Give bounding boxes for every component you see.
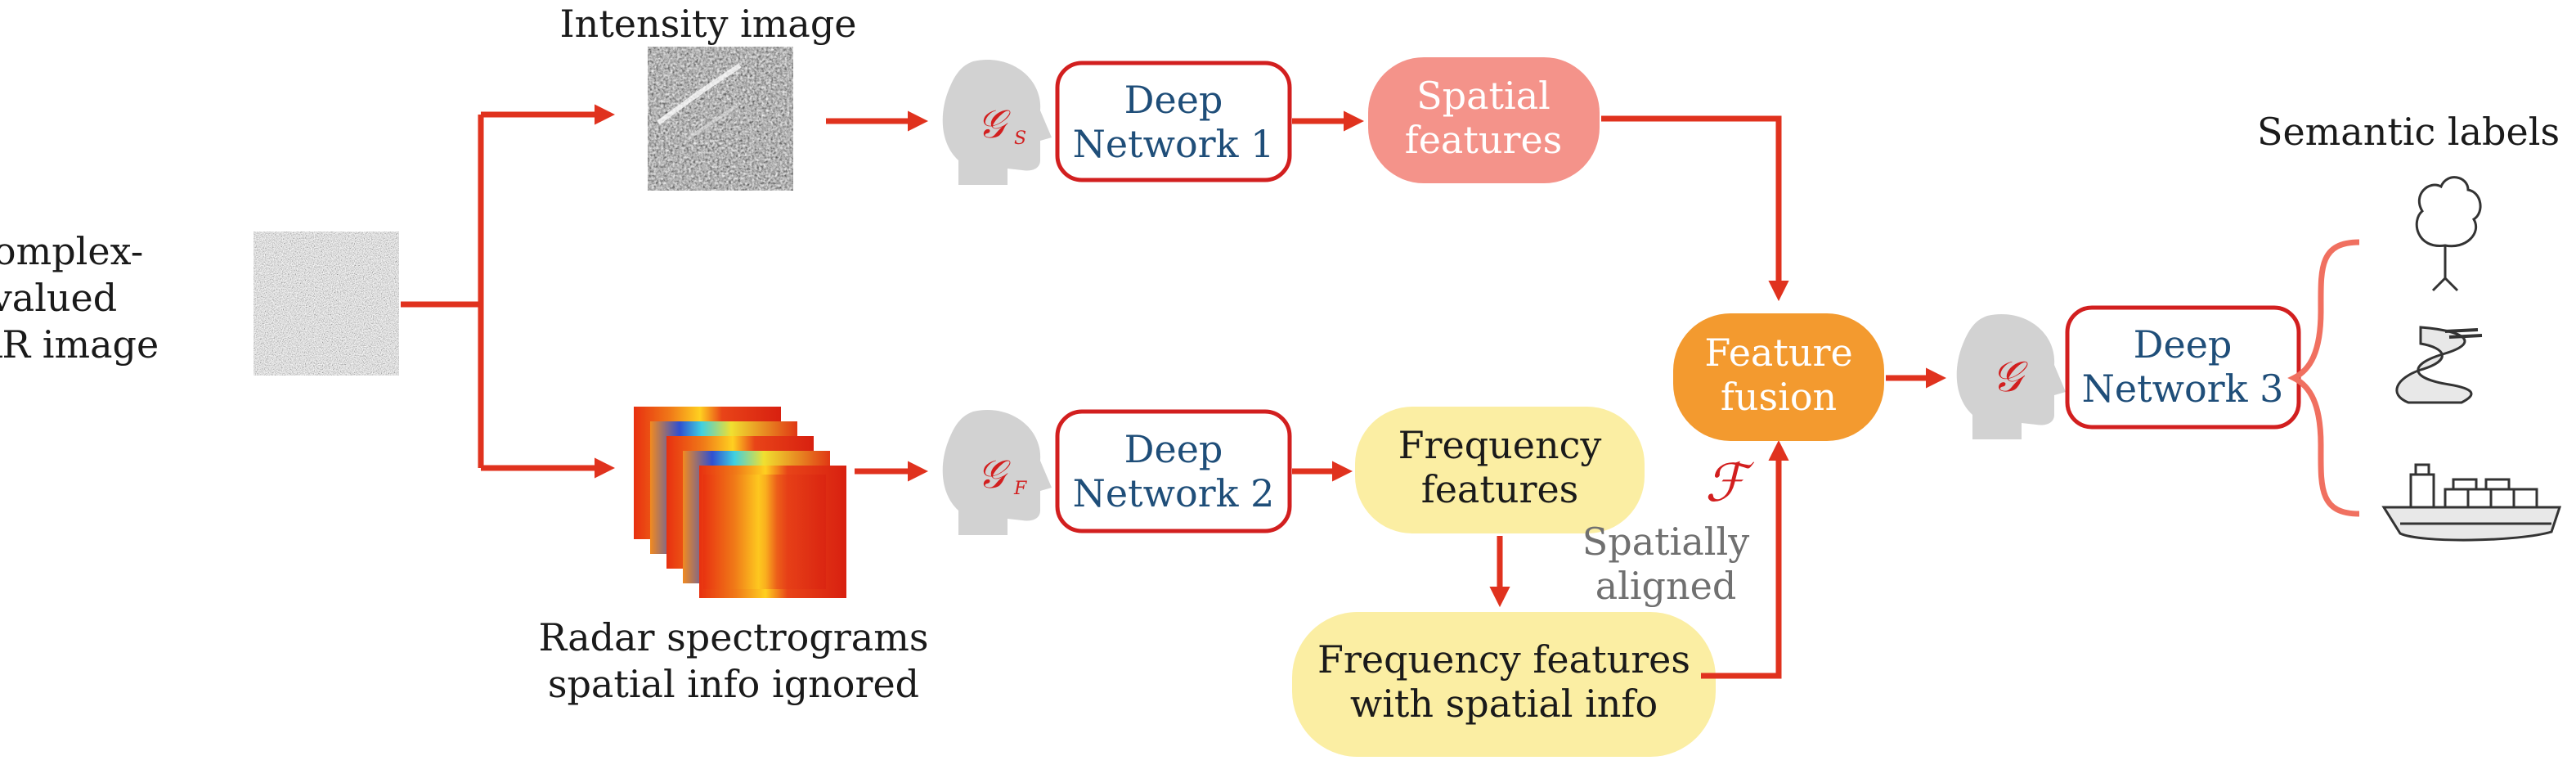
ship-icon: [2381, 463, 2562, 542]
spatial-features-node: Spatial features: [1368, 57, 1600, 183]
intensity-image-label: Intensity image: [560, 2, 857, 46]
frequency-spatial-features-node: Frequency features with spatial info: [1292, 612, 1716, 757]
head-icon-spatial: 𝒢 S: [942, 60, 1052, 185]
svg-text:Complex-: Complex-: [0, 229, 143, 273]
svg-text:Radar spectrograms: Radar spectrograms: [539, 615, 929, 659]
svg-text:F: F: [1013, 479, 1027, 499]
svg-text:spatial info ignored: spatial info ignored: [548, 662, 919, 706]
complex-sar-label: Complex- valued SAR image: [0, 229, 159, 367]
svg-text:𝒢: 𝒢: [977, 452, 1011, 497]
svg-text:𝒢: 𝒢: [977, 101, 1011, 147]
head-icon-frequency: 𝒢 F: [942, 410, 1052, 535]
arrow-spatial-to-fusion: [1601, 115, 1789, 302]
semantic-labels-title: Semantic labels: [2257, 110, 2560, 154]
f-operator-symbol: ℱ: [1705, 453, 1755, 514]
deep-network-1: Deep Network 1: [1055, 61, 1292, 182]
svg-text:aligned: aligned: [1595, 564, 1737, 608]
spatially-aligned-label: Spatially aligned: [1582, 520, 1749, 608]
svg-text:Frequency features: Frequency features: [1317, 637, 1690, 682]
complex-sar-image: [254, 232, 399, 376]
svg-text:Network 1: Network 1: [1073, 122, 1275, 166]
deep-network-3: Deep Network 3: [2065, 305, 2301, 430]
svg-text:Spatial: Spatial: [1416, 74, 1551, 118]
tree-icon: [2415, 176, 2482, 292]
split-arrows: [401, 104, 616, 479]
radar-spectrogram-stack: [634, 407, 846, 598]
svg-text:Feature: Feature: [1704, 331, 1852, 375]
svg-text:Spatially: Spatially: [1582, 520, 1749, 564]
svg-text:fusion: fusion: [1721, 375, 1837, 419]
arrow-aligned-to-fusion: [1701, 439, 1789, 679]
svg-text:features: features: [1421, 467, 1579, 511]
svg-text:S: S: [1014, 128, 1026, 149]
svg-text:features: features: [1405, 118, 1563, 162]
river-icon: [2395, 326, 2483, 404]
svg-text:Network 2: Network 2: [1073, 471, 1275, 515]
output-bracket: [2287, 239, 2360, 517]
intensity-image: [648, 47, 793, 191]
svg-text:Network 3: Network 3: [2082, 367, 2284, 411]
svg-text:Deep: Deep: [1124, 427, 1223, 471]
svg-text:with spatial info: with spatial info: [1350, 682, 1658, 726]
svg-text:Deep: Deep: [2134, 322, 2233, 367]
svg-text:SAR image: SAR image: [0, 322, 159, 367]
spectrogram-label: Radar spectrograms spatial info ignored: [539, 615, 929, 706]
frequency-features-node: Frequency features: [1355, 407, 1645, 533]
head-icon-fusion: 𝒢: [1956, 314, 2066, 439]
svg-text:valued: valued: [0, 276, 117, 320]
svg-text:Frequency: Frequency: [1398, 423, 1602, 467]
feature-fusion-node: Feature fusion: [1673, 313, 1884, 441]
svg-text:Deep: Deep: [1124, 78, 1223, 122]
deep-network-2: Deep Network 2: [1055, 409, 1292, 533]
